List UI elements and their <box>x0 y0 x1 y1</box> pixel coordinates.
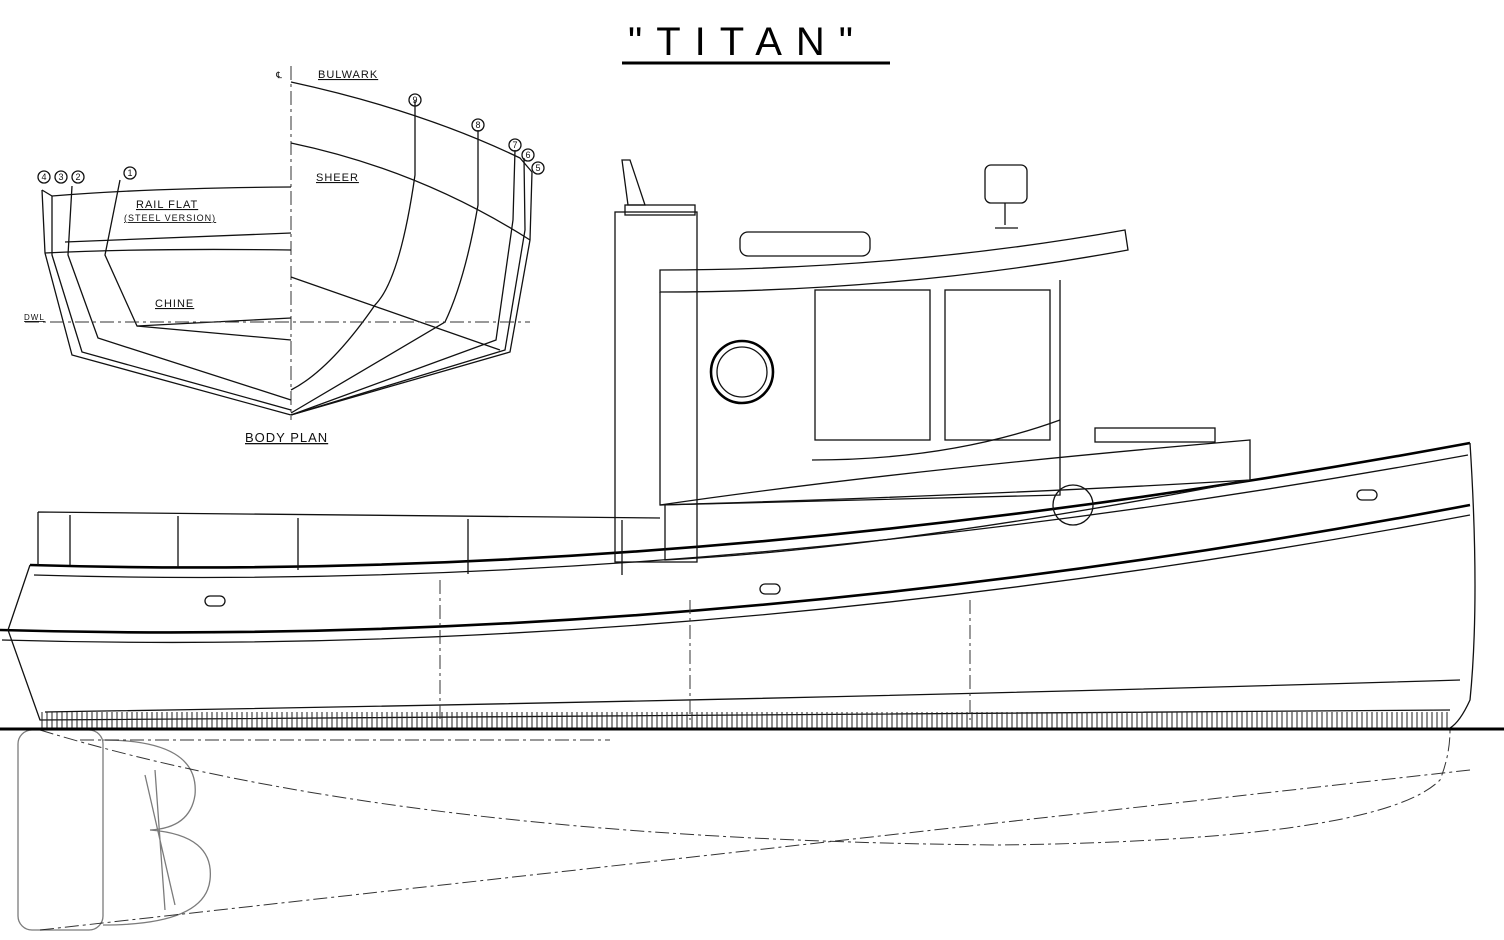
svg-text:8: 8 <box>475 120 480 130</box>
stack-pipe <box>621 159 646 206</box>
station-4 <box>41 189 292 416</box>
designer-logo <box>17 729 211 931</box>
searchlight <box>984 164 1028 204</box>
exhaust-stack <box>614 211 698 563</box>
bottom-paint-hatching <box>40 712 1450 728</box>
station-markers: 1 2 3 4 5 6 7 8 9 <box>37 93 545 184</box>
window-right <box>944 289 1051 441</box>
station-lines <box>439 580 971 720</box>
station-9 <box>290 100 416 391</box>
bulwark-label: BULWARK <box>318 69 378 81</box>
stack-cap <box>624 204 696 216</box>
rub-rail <box>0 503 1471 634</box>
rail-bottom-line <box>44 248 292 254</box>
freeing-port <box>759 583 781 595</box>
rub-rail-lower <box>1 514 1471 644</box>
hawse-port <box>1356 489 1378 501</box>
station-1 <box>104 179 292 341</box>
drawing-title: "TITAN" <box>628 20 867 64</box>
cabin-roof <box>659 229 1129 293</box>
svg-text:9: 9 <box>412 95 417 105</box>
porthole <box>709 339 775 405</box>
rail-flat-label: RAIL FLAT <box>136 199 198 211</box>
sheer-label: SHEER <box>316 172 359 184</box>
boot-stripe <box>44 679 1461 713</box>
station-7 <box>290 149 516 416</box>
cabin-side <box>664 479 1251 561</box>
sheer-rail <box>29 441 1471 569</box>
deck-porthole <box>1052 484 1094 526</box>
deck-box <box>1094 427 1216 443</box>
station-6 <box>290 157 526 416</box>
window-left <box>814 289 931 441</box>
tug-profile <box>0 159 1504 931</box>
sheer-line <box>290 142 531 241</box>
freeing-port <box>204 595 226 607</box>
bulwark-line <box>290 81 533 173</box>
svg-text:6: 6 <box>525 150 530 160</box>
wheelhouse <box>659 280 1061 506</box>
trunk-cabin <box>659 439 1251 506</box>
svg-text:4: 4 <box>41 172 46 182</box>
centerline-symbol: ℄ <box>275 70 282 80</box>
steel-version-label: (STEEL VERSION) <box>124 213 216 223</box>
svg-text:7: 7 <box>512 140 517 150</box>
window-sill <box>811 419 1061 461</box>
searchlight-mount <box>995 203 1018 229</box>
diagonal-line <box>290 276 501 351</box>
svg-text:3: 3 <box>58 172 63 182</box>
stern-railing <box>37 511 661 575</box>
station-3 <box>51 196 292 411</box>
dwl-label: DWL <box>24 313 45 322</box>
svg-text:5: 5 <box>535 163 540 173</box>
body-plan: ℄ 1 2 3 4 5 6 7 8 9 BULWARK <box>24 66 545 445</box>
underwater-keel-line <box>39 729 1451 846</box>
rail-top-line <box>41 186 292 197</box>
bulwark-cap <box>33 454 1469 579</box>
chine-label: CHINE <box>155 298 194 310</box>
station-5 <box>290 171 533 416</box>
roof-hatch <box>739 231 871 257</box>
body-plan-caption: BODY PLAN <box>245 430 328 445</box>
rudder-guide-line <box>39 769 1471 931</box>
bow-stem <box>1449 442 1476 729</box>
station-8 <box>290 130 479 414</box>
rail-flat-line <box>64 232 292 243</box>
svg-text:2: 2 <box>75 172 80 182</box>
svg-text:1: 1 <box>127 168 132 178</box>
station-2 <box>67 185 292 401</box>
